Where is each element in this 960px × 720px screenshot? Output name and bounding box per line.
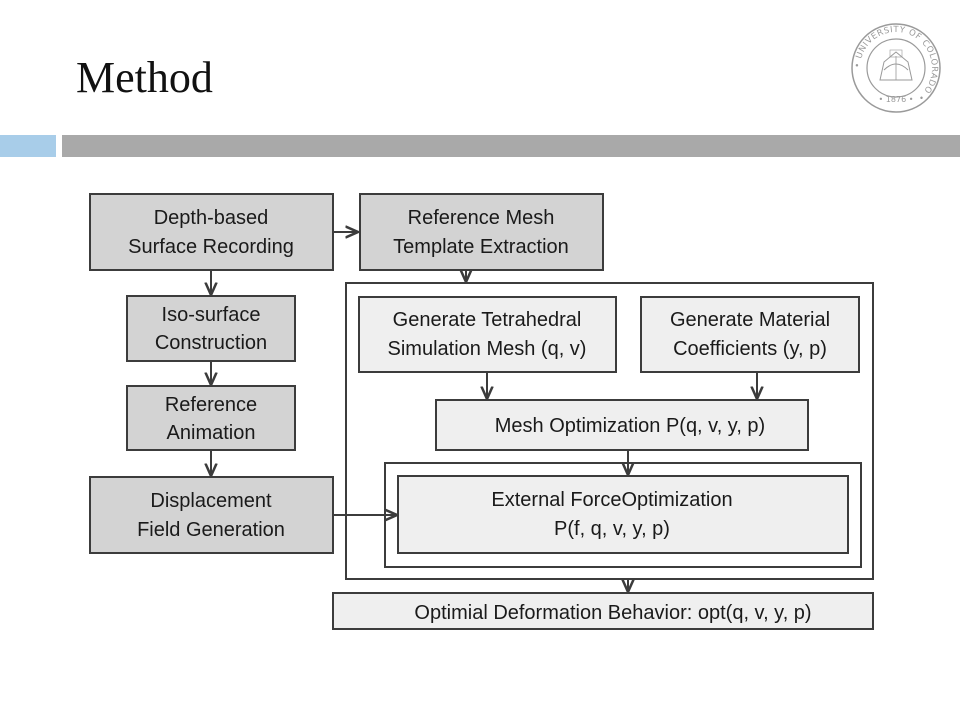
iso-surface-box bbox=[126, 295, 296, 362]
iso-surface-text-2: Construction bbox=[155, 332, 267, 354]
mesh-optimization-box bbox=[435, 399, 809, 451]
reference-mesh-text-1: Reference Mesh bbox=[408, 207, 555, 229]
displacement-field-box bbox=[89, 476, 334, 554]
reference-mesh-text-2: Template Extraction bbox=[393, 236, 569, 258]
tetrahedral-mesh-box bbox=[358, 296, 617, 373]
material-coefficients-text-1: Generate Material bbox=[670, 309, 830, 331]
accent-bar bbox=[0, 135, 56, 157]
external-force-box bbox=[397, 475, 849, 554]
external-force-text-2: P(f, q, v, y, p) bbox=[554, 518, 670, 540]
depth-recording-box bbox=[89, 193, 334, 271]
optimal-deformation-text: Optimial Deformation Behavior: opt(q, v,… bbox=[414, 602, 811, 624]
title-rule bbox=[62, 135, 960, 157]
tetrahedral-mesh-text-2: Simulation Mesh (q, v) bbox=[388, 338, 587, 360]
displacement-field-text-2: Field Generation bbox=[137, 519, 285, 541]
reference-animation-text-2: Animation bbox=[167, 422, 256, 444]
svg-text:• 1876 •: • 1876 • bbox=[879, 95, 914, 104]
depth-recording-text-1: Depth-based bbox=[154, 207, 269, 229]
page-title: Method bbox=[76, 53, 213, 102]
university-seal-logo: • UNIVERSITY OF COLORADO • • 1876 • bbox=[851, 23, 941, 113]
external-force-text-1: External ForceOptimization bbox=[491, 489, 732, 511]
material-coefficients-text-2: Coefficients (y, p) bbox=[673, 338, 827, 360]
displacement-field-text-1: Displacement bbox=[150, 490, 272, 512]
iso-surface-text-1: Iso-surface bbox=[162, 304, 261, 326]
reference-animation-text-1: Reference bbox=[165, 394, 257, 416]
depth-recording-text-2: Surface Recording bbox=[128, 236, 294, 258]
reference-mesh-box bbox=[359, 193, 604, 271]
optimal-deformation-box bbox=[332, 592, 874, 630]
material-coefficients-box bbox=[640, 296, 860, 373]
mesh-optimization-text: Mesh Optimization P(q, v, y, p) bbox=[495, 415, 765, 437]
tetrahedral-mesh-text-1: Generate Tetrahedral bbox=[393, 309, 582, 331]
